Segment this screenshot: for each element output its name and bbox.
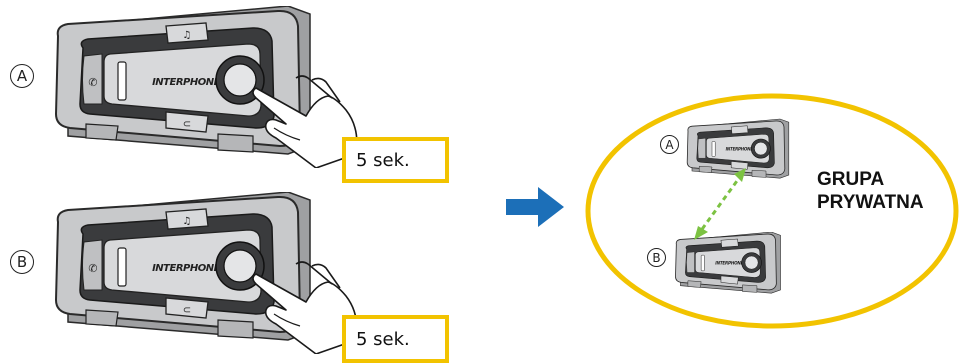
- private-group-title: GRUPA PRYWATNA: [817, 168, 924, 214]
- intercom-device-a: ♫ ✆ ⊂: [55, 6, 311, 155]
- svg-text:♫: ♫: [183, 30, 192, 41]
- music-icon: ♫: [183, 30, 192, 41]
- svg-text:⊂: ⊂: [183, 305, 191, 316]
- group-title-line1: GRUPA: [817, 169, 885, 190]
- group-title-line2: PRYWATNA: [817, 192, 924, 213]
- phone-icon: ✆: [88, 76, 97, 89]
- phone-icon: ✆: [88, 262, 97, 275]
- intercom-device-b: ♫ ✆ ⊂: [55, 192, 311, 341]
- svg-text:♫: ♫: [183, 216, 192, 227]
- device-label-a: A: [10, 64, 34, 88]
- svg-text:✆: ✆: [88, 262, 97, 275]
- svg-text:✆: ✆: [88, 76, 97, 89]
- dashed-link-icon: [694, 168, 746, 240]
- hold-time-box-a: 5 sek.: [342, 137, 449, 183]
- group-device-label-b: B: [647, 248, 666, 267]
- svg-text:⊂: ⊂: [183, 119, 191, 130]
- right-arrow-icon: [506, 187, 564, 227]
- hold-time-box-b: 5 sek.: [342, 315, 449, 363]
- hand-pointer-icon: [252, 75, 358, 168]
- device-label-b: B: [10, 250, 34, 274]
- group-device-b: [675, 232, 781, 294]
- group-device-label-a: A: [660, 135, 679, 154]
- music-icon: ♫: [183, 216, 192, 227]
- hand-pointer-icon: [252, 261, 358, 354]
